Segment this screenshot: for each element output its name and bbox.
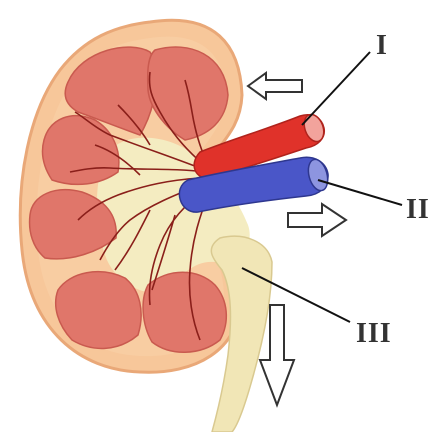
- leader-line-vein: [318, 180, 402, 205]
- label-artery: I: [376, 30, 388, 61]
- arrow-left-icon: [248, 73, 302, 99]
- leader-line-artery: [302, 52, 370, 125]
- arrow-right-icon: [288, 204, 346, 236]
- pyramid-lower-left: [56, 272, 141, 349]
- pyramid-lower-right: [143, 272, 226, 352]
- label-vein: II: [406, 194, 430, 225]
- label-ureter: III: [356, 318, 392, 349]
